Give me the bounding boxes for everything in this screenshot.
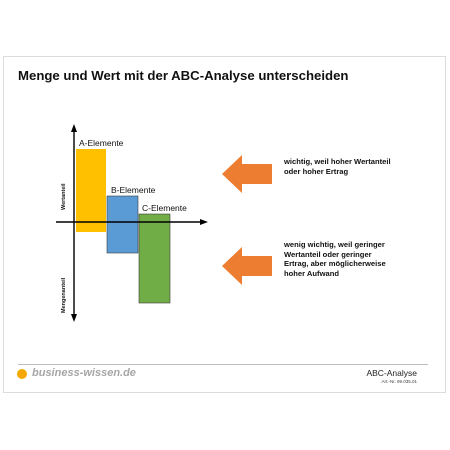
callout-less-important-text: wenig wichtig, weil geringer Wertanteil … [284, 240, 386, 278]
logo-dot-icon [17, 369, 27, 379]
callout-important-text: wichtig, weil hoher Wertanteil oder hohe… [284, 157, 391, 176]
logo-text: business-wissen.de [32, 367, 136, 379]
y-axis-arrowhead-top [71, 124, 77, 132]
bar-label-a: A-Elemente [79, 138, 124, 148]
bar-b-elemente [106, 195, 139, 254]
footer-article-number: Art.-Nr. 99.035.01 [381, 379, 417, 384]
y-axis-arrowhead-bottom [71, 314, 77, 322]
y-axis-label-wertanteil: Wertanteil [61, 183, 67, 211]
bar-label-b: B-Elemente [111, 185, 156, 195]
bar-a-elemente [76, 149, 106, 232]
arrow-important [222, 155, 272, 193]
x-axis-arrowhead [200, 219, 208, 225]
bar-c-elemente [138, 213, 171, 304]
bar-label-c: C-Elemente [142, 203, 187, 213]
footer-title: ABC-Analyse [366, 368, 417, 378]
y-axis-label-mengenanteil: Mengenanteil [61, 277, 67, 313]
slide-title: Menge und Wert mit der ABC-Analyse unter… [18, 68, 349, 83]
arrow-less-important [222, 247, 272, 285]
footer-divider [18, 364, 428, 365]
